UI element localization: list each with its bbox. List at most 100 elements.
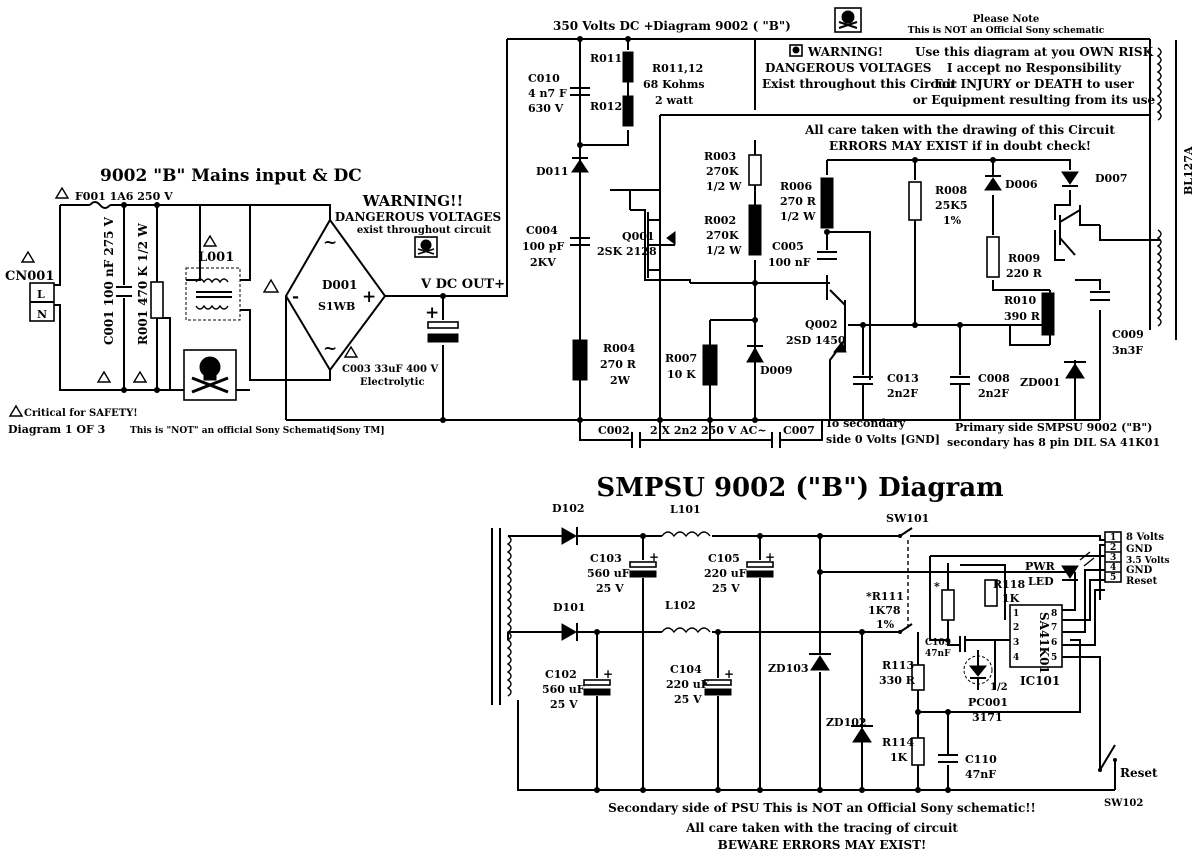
junction-dots [121, 36, 996, 793]
svg-text:Q001: Q001 [622, 230, 655, 243]
svg-text:2W: 2W [610, 374, 631, 387]
skull-icon [834, 7, 862, 33]
svg-text:I accept no Responsibility: I accept no Responsibility [947, 61, 1122, 75]
svg-text:R113: R113 [882, 659, 914, 672]
svg-text:+: + [649, 550, 659, 564]
svg-text:270 R: 270 R [600, 358, 637, 371]
svg-text:2SD 1450: 2SD 1450 [786, 334, 846, 347]
diode-d101: D101 [553, 601, 586, 641]
svg-text:47nF: 47nF [965, 768, 996, 781]
vdc-out-label: V DC OUT+ [420, 277, 505, 292]
svg-text:L101: L101 [670, 503, 701, 516]
zener-zd103: ZD103 [768, 653, 831, 675]
svg-text:4: 4 [1110, 563, 1116, 573]
svg-text:ZD001: ZD001 [1020, 376, 1061, 389]
transistor-q002: Q002 2SD 1450 [786, 300, 847, 353]
svg-text:R012: R012 [590, 100, 622, 113]
svg-text:C008: C008 [978, 372, 1010, 385]
svg-text:R114: R114 [882, 736, 914, 749]
svg-text:-: - [292, 287, 299, 307]
svg-text:C005: C005 [772, 240, 804, 253]
safety-icon-l001 [262, 278, 280, 293]
svg-text:R006: R006 [780, 180, 812, 193]
diagram-of-label: Diagram 1 OF 3 [8, 423, 105, 436]
svg-text:D006: D006 [1005, 178, 1038, 191]
svg-text:For INJURY or DEATH to user: For INJURY or DEATH to user [934, 77, 1134, 91]
connector-cn001: CN001 L N [5, 250, 55, 322]
resistor-r004: R004 270 R 2W [572, 339, 637, 387]
primary-note-line2: secondary has 8 pin DIL SA 41K01 [947, 436, 1160, 449]
capacitor-c109: C109 47nF [925, 636, 966, 659]
svg-text:2KV: 2KV [530, 256, 556, 269]
svg-text:390 R: 390 R [1004, 310, 1041, 323]
svg-text:R118: R118 [993, 578, 1025, 591]
capacitor-c013: C013 2n2F [853, 372, 919, 400]
resistor-r006: R006 270 R 1/2 W [780, 177, 834, 229]
capacitor-c008: C008 2n2F [950, 372, 1010, 400]
svg-text:+: + [603, 667, 613, 681]
supply-voltage-label: 350 Volts DC + [553, 19, 654, 33]
resistor-r012: R012 [590, 82, 634, 127]
svg-text:3.5 Volts: 3.5 Volts [1126, 556, 1170, 566]
svg-text:6: 6 [1051, 638, 1057, 648]
output-connector: 1 2 3 4 5 8 Volts GND 3.5 Volts GND Rese… [1104, 531, 1170, 587]
svg-text:2: 2 [1013, 623, 1019, 633]
svg-text:R010: R010 [1004, 294, 1036, 307]
svg-text:Reset: Reset [1126, 576, 1158, 587]
svg-text:F001 1A6 250 V: F001 1A6 250 V [75, 190, 173, 203]
svg-text:~: ~ [323, 233, 337, 253]
svg-text:8 Volts: 8 Volts [1126, 532, 1164, 543]
warning-box-title: WARNING! [807, 45, 883, 59]
svg-text:1K: 1K [1002, 592, 1020, 605]
svg-text:R009: R009 [1008, 252, 1040, 265]
svg-text:~: ~ [323, 339, 337, 359]
svg-text:PC001: PC001 [968, 696, 1008, 709]
not-official-note: This is NOT an Official Sony schematic [908, 26, 1105, 36]
svg-text:+: + [724, 667, 734, 681]
svg-text:100 pF: 100 pF [522, 240, 564, 253]
svg-text:1: 1 [1110, 533, 1116, 543]
svg-text:25 V: 25 V [550, 698, 578, 711]
capacitor-c009: C009 3n3F [1090, 291, 1144, 357]
diode-d009: D009 [746, 345, 793, 377]
svg-text:C004: C004 [526, 224, 558, 237]
svg-text:C007: C007 [783, 424, 815, 437]
resistor-r001: R001 470 K 1/2 W [136, 223, 164, 345]
svg-text:C103: C103 [590, 552, 622, 565]
svg-text:1/2: 1/2 [990, 682, 1008, 693]
diode-d102: D102 [552, 502, 585, 545]
svg-text:68 Kohms: 68 Kohms [643, 78, 705, 91]
svg-text:C013: C013 [887, 372, 919, 385]
capacitor-c102: + C102 560 uF 25 V [542, 667, 613, 711]
capacitor-c002: C002 [598, 424, 641, 448]
secondary-wiring [507, 535, 1116, 791]
capacitor-c103: + C103 560 uF 25 V [587, 550, 659, 595]
svg-text:2n2F: 2n2F [887, 387, 918, 400]
resistor-r008: R008 25K5 1% [908, 181, 968, 227]
resistor-r009: R009 220 R [986, 236, 1043, 280]
not-official-schematic: This is "NOT" an official Sony Schematic [130, 426, 336, 436]
svg-text:R007: R007 [665, 352, 697, 365]
transistor-d007-stage [1059, 209, 1081, 256]
svg-text:220 R: 220 R [1006, 267, 1043, 280]
svg-text:ZD102: ZD102 [826, 716, 867, 729]
svg-text:C010: C010 [528, 72, 560, 85]
svg-text:270K: 270K [706, 165, 739, 178]
capacitor-c010: C010 4 n7 F 630 V [528, 72, 590, 115]
svg-text:7: 7 [1051, 623, 1057, 633]
svg-text:C002: C002 [598, 424, 630, 437]
diode-d007: D007 [1061, 171, 1128, 187]
secondary-gnd-line2: side 0 Volts [GND] [826, 433, 940, 446]
svg-text:Electrolytic: Electrolytic [360, 377, 425, 388]
svg-text:3n3F: 3n3F [1112, 344, 1143, 357]
warning-box-line1: DANGEROUS VOLTAGES [765, 61, 931, 75]
svg-text:WARNING!!: WARNING!! [362, 192, 463, 210]
svg-text:C102: C102 [545, 668, 577, 681]
svg-text:1/2 W: 1/2 W [780, 210, 816, 223]
svg-text:3: 3 [1110, 553, 1116, 563]
svg-text:D102: D102 [552, 502, 585, 515]
svg-text:C105: C105 [708, 552, 740, 565]
resistor-r011: R011 [590, 51, 634, 83]
inductor-l102: L102 [661, 599, 711, 634]
